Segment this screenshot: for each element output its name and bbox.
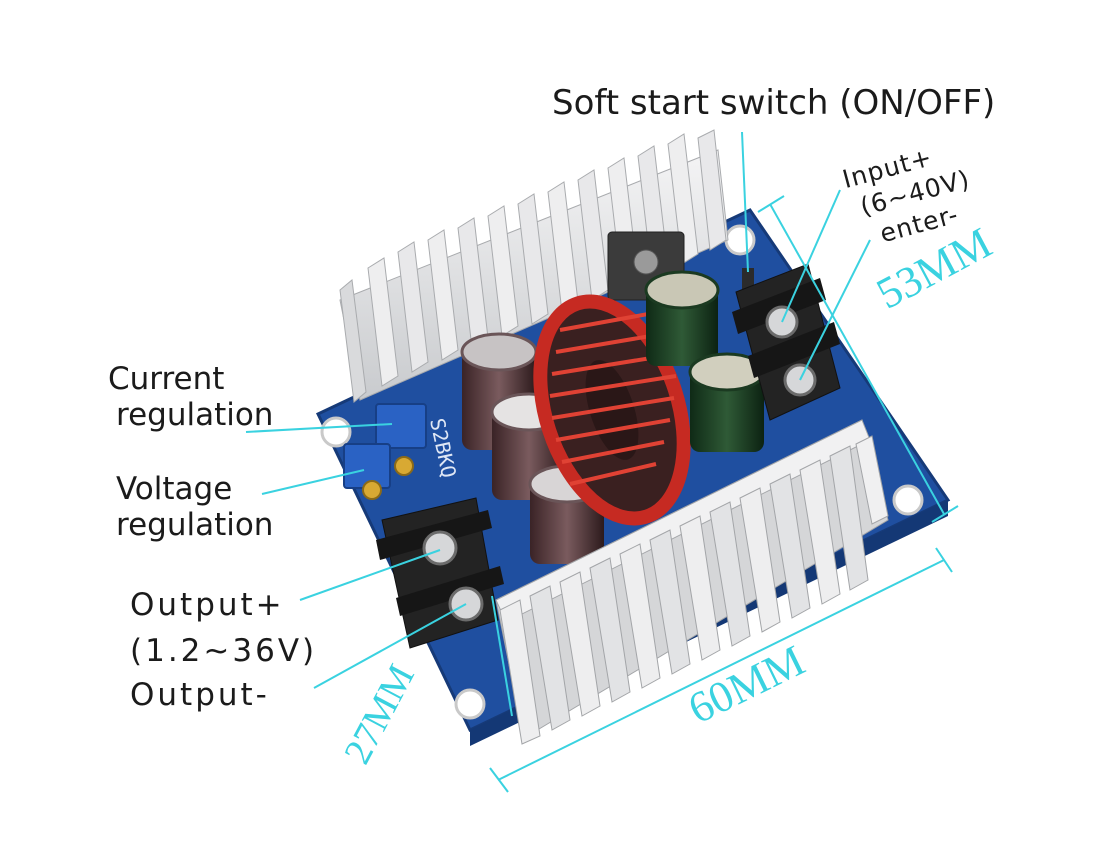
output-plus-leader (299, 549, 441, 601)
output-terminal-block (376, 497, 504, 649)
soft-start-label: Soft start switch (ON/OFF) (552, 83, 996, 123)
mount-hole (724, 224, 756, 256)
current-label-line1: Current (108, 361, 225, 397)
front-heatsink (495, 419, 889, 745)
voltage-trimpot (343, 443, 391, 500)
output-range-label: (1.2~36V) (130, 633, 318, 669)
dimension-lines (489, 195, 959, 793)
output-minus-label: Output- (130, 677, 270, 713)
input-plus-leader (781, 189, 841, 323)
output-minus-leader (313, 603, 467, 689)
voltage-leader (261, 469, 365, 495)
voltage-label-line1: Voltage (116, 471, 233, 507)
rear-heatsink (339, 129, 729, 403)
voltage-label-line2: regulation (116, 507, 274, 543)
dim-53-line (769, 203, 945, 515)
current-trimpot (375, 403, 427, 476)
output-plus-screw (422, 530, 458, 566)
current-label-line2: regulation (116, 397, 274, 433)
capacitor (688, 352, 766, 452)
output-plus-label: Output+ (130, 587, 285, 623)
current-leader (245, 423, 393, 433)
soft-start-leader (741, 131, 749, 273)
dim-27-line (491, 595, 513, 717)
capacitor (644, 270, 720, 366)
mount-hole (320, 416, 352, 448)
callout-lines (245, 131, 871, 689)
dim-60-line (497, 559, 945, 781)
mount-hole (892, 484, 924, 516)
input-minus-leader (799, 239, 871, 381)
mount-hole (454, 688, 486, 720)
